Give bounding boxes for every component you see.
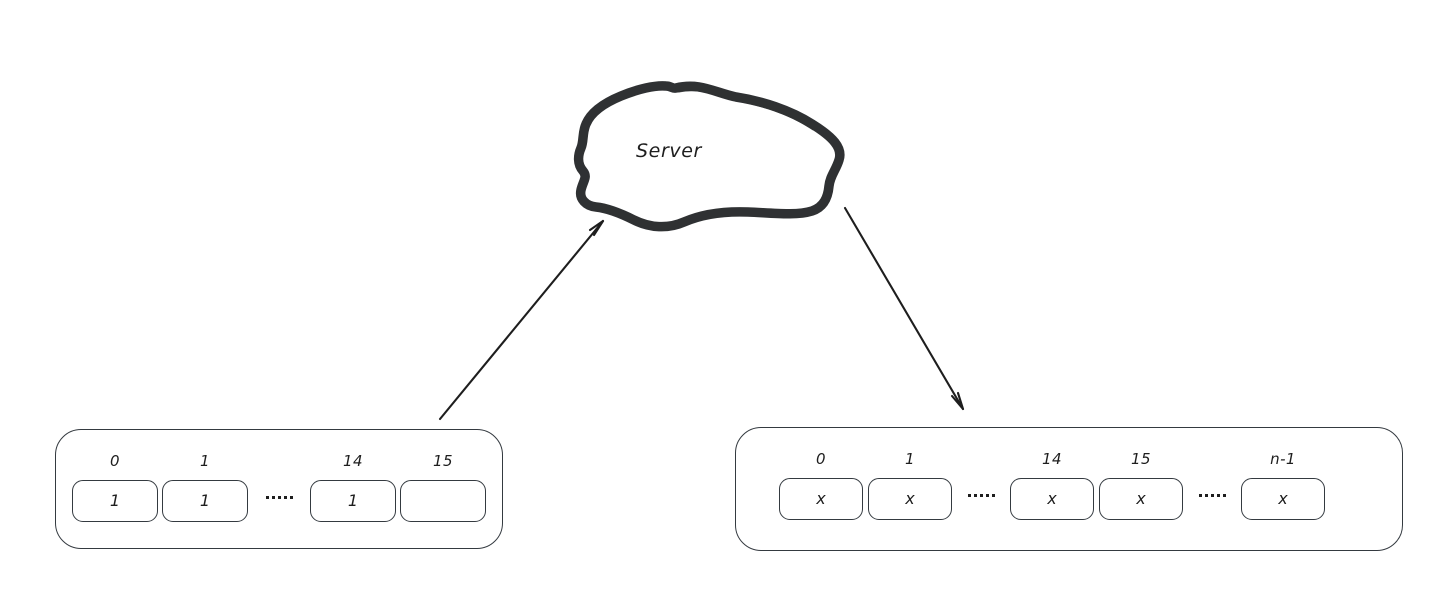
cell-index-label: 1 xyxy=(200,452,210,470)
cell-box[interactable]: x xyxy=(1241,478,1325,520)
array-cell[interactable]: 14 1 xyxy=(310,452,396,522)
cell-index-label: n-1 xyxy=(1270,450,1296,468)
array-cell[interactable]: 15 x xyxy=(1099,450,1183,520)
cell-box[interactable]: x xyxy=(1010,478,1094,520)
cell-index-label: 14 xyxy=(343,452,363,470)
cell-box[interactable]: x xyxy=(779,478,863,520)
cells-ellipsis xyxy=(967,494,995,497)
cell-value: x xyxy=(1278,489,1288,508)
arrow-client-to-server xyxy=(438,219,605,421)
server-label: Server xyxy=(636,140,702,162)
cell-box[interactable]: 1 xyxy=(72,480,158,522)
cell-box[interactable]: 1 xyxy=(310,480,396,522)
array-cell[interactable]: n-1 x xyxy=(1241,450,1325,520)
cell-value: 1 xyxy=(199,491,211,510)
cell-value: 1 xyxy=(109,491,121,510)
arrow-server-to-client xyxy=(843,206,965,411)
cell-index-label: 14 xyxy=(1042,450,1062,468)
cell-value: x xyxy=(1136,489,1146,508)
cell-index-label: 15 xyxy=(433,452,453,470)
cell-index-label: 15 xyxy=(1131,450,1151,468)
cell-box[interactable]: x xyxy=(868,478,952,520)
cells-ellipsis xyxy=(265,496,293,499)
cell-box[interactable]: 1 xyxy=(162,480,248,522)
cell-index-label: 0 xyxy=(816,450,826,468)
cell-value: x xyxy=(816,489,826,508)
cell-index-label: 1 xyxy=(905,450,915,468)
server-cloud-shape xyxy=(573,81,845,232)
cell-index-label: 0 xyxy=(110,452,120,470)
cell-value: x xyxy=(905,489,915,508)
cell-box[interactable] xyxy=(400,480,486,522)
array-cell[interactable]: 14 x xyxy=(1010,450,1094,520)
cell-value: 1 xyxy=(347,491,359,510)
array-cell[interactable]: 15 xyxy=(400,452,486,522)
cells-ellipsis xyxy=(1198,494,1226,497)
cell-value: x xyxy=(1047,489,1057,508)
cell-box[interactable]: x xyxy=(1099,478,1183,520)
